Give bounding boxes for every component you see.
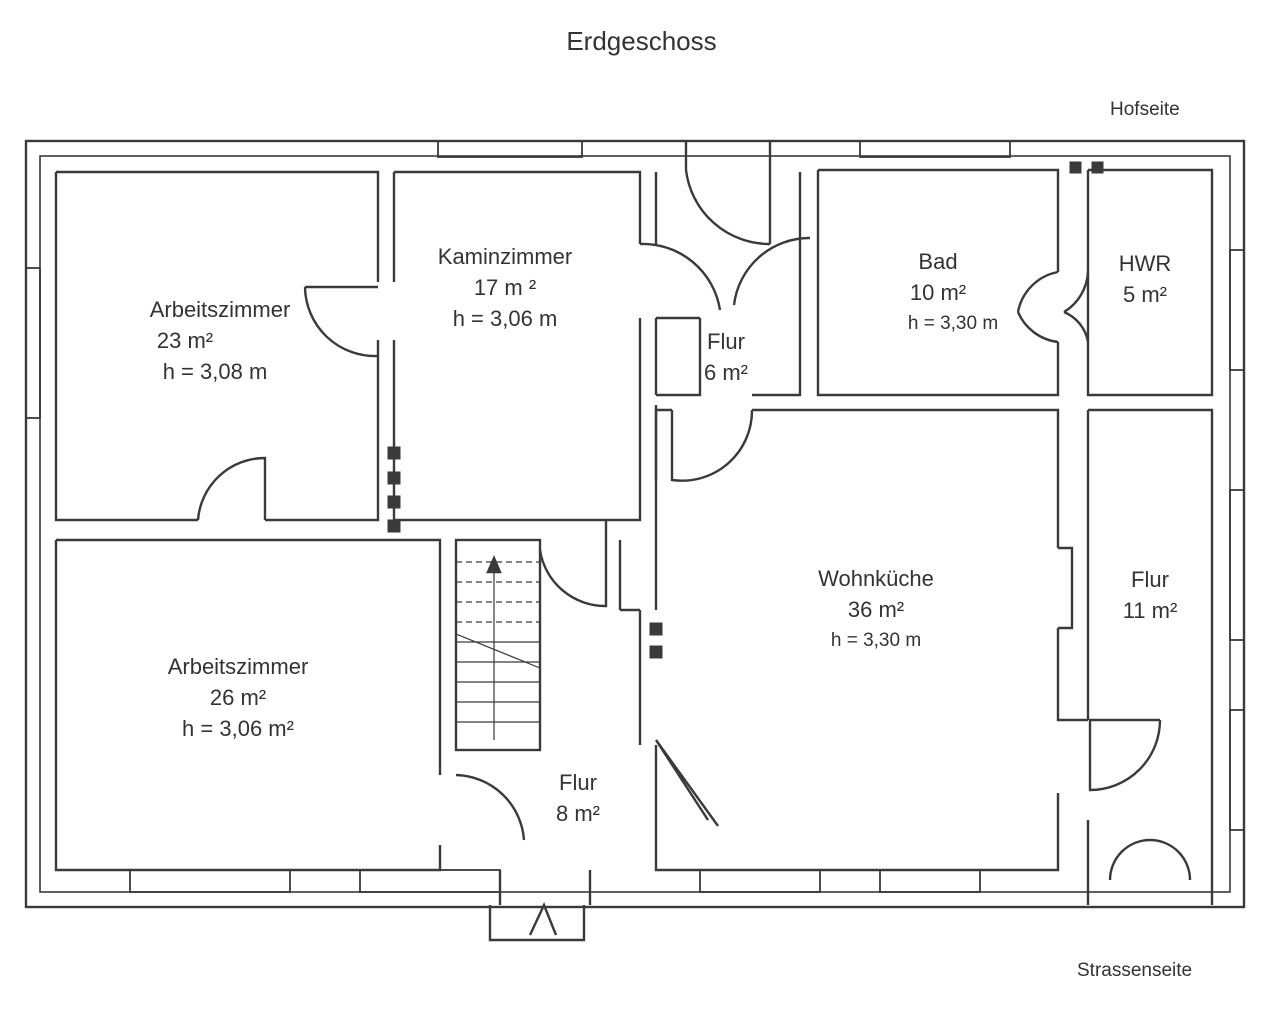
- plan-title: Erdgeschoss: [566, 26, 717, 56]
- room-arbeitszimmer-23: Arbeitszimmer 23 m² h = 3,08 m: [110, 294, 330, 387]
- room-hwr: HWR 5 m²: [1095, 248, 1195, 310]
- room-kaminzimmer: Kaminzimmer 17 m ² h = 3,06 m: [395, 241, 615, 334]
- wall-flur-6: [654, 140, 802, 480]
- room-area: 17 m ²: [473, 275, 537, 300]
- room-flur-8: Flur 8 m²: [528, 767, 628, 829]
- room-height: h = 3,08 m: [162, 359, 268, 384]
- door-arbeitszimmer-26: [455, 773, 526, 841]
- door-arbeitszimmer-23: [303, 285, 379, 358]
- room-area: 8 m²: [556, 801, 600, 826]
- wall-hwr: [1086, 168, 1214, 397]
- door-stairs: [538, 520, 608, 608]
- room-bad: Bad 10 m² h = 3,30 m: [858, 246, 1018, 339]
- wall-arbeitszimmer-23: [54, 170, 380, 522]
- room-name: HWR: [1118, 251, 1172, 276]
- staircase: [454, 538, 542, 752]
- outer-wall-outline: [24, 139, 1246, 909]
- door-flur-6-right: [732, 236, 811, 306]
- door-wohnkueche: [654, 739, 719, 827]
- stair-arrow-head: [486, 554, 502, 574]
- room-height: h = 3,06 m: [452, 306, 558, 331]
- room-name: Wohnküche: [818, 566, 934, 591]
- chimney-blocks: [387, 161, 1104, 659]
- room-name: Flur: [1131, 567, 1169, 592]
- room-area: 36 m²: [847, 597, 905, 622]
- room-name: Arbeitszimmer: [149, 297, 291, 322]
- room-name: Bad: [918, 249, 958, 274]
- room-area: 5 m²: [1123, 282, 1167, 307]
- room-area: 10 m²: [909, 280, 967, 305]
- door-flur-6-top: [684, 169, 772, 246]
- room-area: 23 m²: [156, 328, 214, 353]
- door-street-right: [1108, 838, 1192, 881]
- door-flur-6-bottom: [670, 409, 754, 482]
- room-flur-6: Flur 6 m²: [676, 326, 776, 388]
- door-arbeitszimmer-23-lower: [196, 456, 267, 521]
- room-height: h = 3,30 m: [907, 313, 999, 334]
- door-entrance: [488, 901, 586, 942]
- room-area: 26 m²: [209, 685, 267, 710]
- door-bad: [1016, 270, 1059, 344]
- room-name: Kaminzimmer: [437, 244, 573, 269]
- room-flur-11: Flur 11 m²: [1098, 564, 1202, 626]
- label-hofseite: Hofseite: [1110, 99, 1180, 120]
- inner-wall-outline: [39, 155, 1231, 893]
- room-area: 11 m²: [1122, 598, 1178, 623]
- windows: [25, 140, 1245, 893]
- room-arbeitszimmer-26: Arbeitszimmer 26 m² h = 3,06 m²: [128, 651, 348, 744]
- room-area: 6 m²: [704, 360, 748, 385]
- room-name: Arbeitszimmer: [167, 654, 309, 679]
- wall-wohnkueche: [654, 408, 1088, 872]
- door-flur-11: [1088, 718, 1162, 792]
- room-height: h = 3,06 m²: [182, 716, 294, 741]
- door-hwr: [1063, 271, 1090, 343]
- wall-bad: [816, 168, 1060, 397]
- label-strassenseite: Strassenseite: [1077, 960, 1193, 981]
- room-name: Flur: [559, 770, 597, 795]
- door-kaminzimmer: [639, 242, 722, 311]
- room-name: Flur: [707, 329, 745, 354]
- wall-kaminzimmer: [392, 170, 642, 522]
- wall-flur-11: [1058, 408, 1214, 905]
- room-height: h = 3,30 m: [830, 630, 922, 651]
- stair-treads: [456, 561, 540, 623]
- room-wohnkueche: Wohnküche 36 m² h = 3,30 m: [776, 563, 976, 656]
